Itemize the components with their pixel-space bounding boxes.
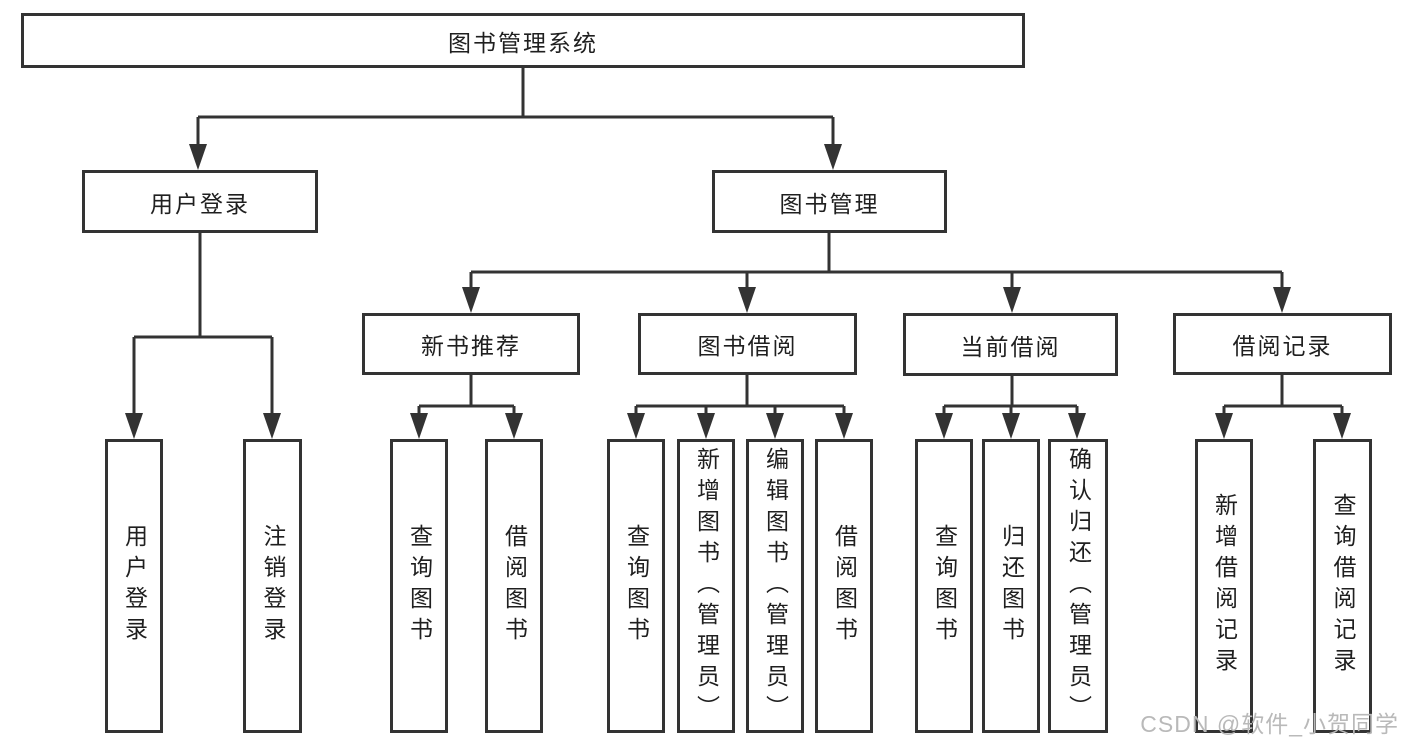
arrow-icon [125,413,143,439]
arrow-icon [505,413,523,439]
arrow-icon [462,287,480,313]
node-label: 新增借阅记录 [1211,493,1238,679]
node-borrowing-records: 借阅记录 [1173,313,1392,375]
arrow-icon [263,413,281,439]
node-leaf-query-books-recommend: 查询图书 [390,439,448,733]
node-leaf-add-book-admin: 新增图书（管理员） [677,439,735,733]
node-leaf-confirm-return-admin: 确认归还（管理员） [1048,439,1108,733]
node-label: 新书推荐 [421,333,521,359]
arrow-icon [1273,287,1291,313]
arrow-icon [824,144,842,170]
node-current-borrowing: 当前借阅 [903,313,1118,376]
node-label: 确认归还（管理员） [1065,446,1092,726]
arrow-icon [935,413,953,439]
node-leaf-user-login: 用户登录 [105,439,163,733]
node-leaf-edit-book-admin: 编辑图书（管理员） [746,439,804,733]
node-label: 借阅图书 [831,524,858,648]
node-label: 图书借阅 [697,333,798,359]
arrow-icon [410,413,428,439]
node-label: 借阅图书 [501,524,528,648]
arrow-icon [1068,413,1086,439]
node-label: 查询图书 [931,524,958,648]
node-leaf-query-books-borrowing: 查询图书 [607,439,665,733]
arrow-icon [738,287,756,313]
node-root: 图书管理系统 [21,13,1025,68]
arrow-icon [1215,413,1233,439]
node-label: 当前借阅 [960,333,1061,360]
node-book-management: 图书管理 [712,170,947,233]
node-label: 归还图书 [998,524,1025,648]
node-leaf-borrow-books-recommend: 借阅图书 [485,439,543,733]
node-label: 图书管理 [779,190,880,217]
node-label: 用户登录 [121,524,148,648]
node-user-login: 用户登录 [82,170,318,233]
arrow-icon [189,144,207,170]
node-leaf-borrow-books-borrowing: 借阅图书 [815,439,873,733]
connector-path [132,68,1344,417]
node-label: 借阅记录 [1232,333,1333,359]
node-label: 查询图书 [623,524,650,648]
arrow-icon [1003,287,1021,313]
node-leaf-query-books-current: 查询图书 [915,439,973,733]
node-leaf-query-borrow-record: 查询借阅记录 [1313,439,1372,733]
node-new-book-recommend: 新书推荐 [362,313,580,375]
node-label: 查询借阅记录 [1330,493,1356,679]
arrowheads [125,144,1351,439]
node-leaf-logout: 注销登录 [243,439,302,733]
arrow-icon [835,413,853,439]
node-book-borrowing: 图书借阅 [638,313,857,375]
node-label: 查询图书 [406,524,433,648]
node-label: 用户登录 [150,190,250,217]
arrow-icon [627,413,645,439]
node-label: 新增图书（管理员） [693,446,720,726]
csdn-watermark: CSDN @软件_小贺同学 [1140,711,1399,737]
node-label: 注销登录 [260,524,286,648]
node-leaf-return-books: 归还图书 [982,439,1040,733]
arrow-icon [1333,413,1351,439]
arrow-icon [1002,413,1020,439]
node-leaf-add-borrow-record: 新增借阅记录 [1195,439,1253,733]
arrow-icon [697,413,715,439]
arrow-icon [766,413,784,439]
node-label: 图书管理系统 [448,29,598,56]
node-label: 编辑图书（管理员） [762,446,789,726]
